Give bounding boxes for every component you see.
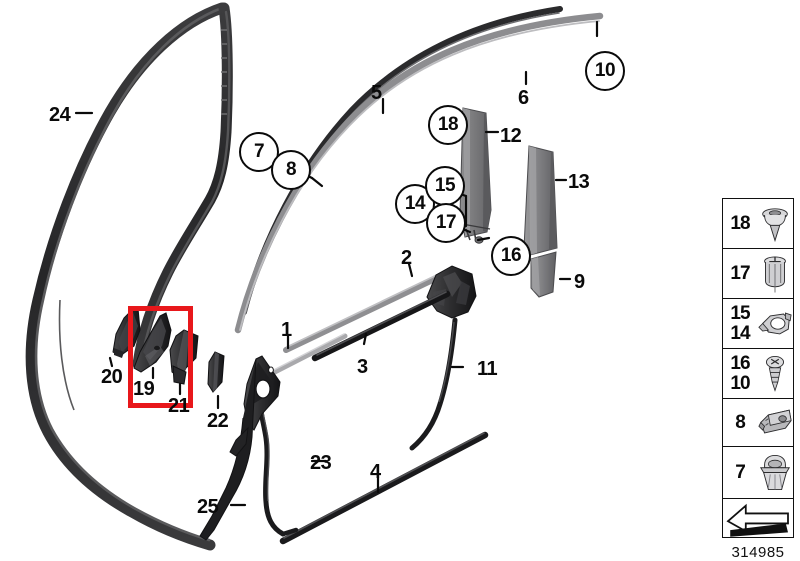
callout-13[interactable]: 13 [568, 171, 590, 193]
part-1-window-guide-rail-light [260, 333, 348, 381]
callout-10[interactable]: 10 [585, 51, 625, 91]
callout-4[interactable]: 4 [370, 461, 381, 483]
part-9-b-pillar-trim-lower [530, 251, 557, 298]
callout-3[interactable]: 3 [357, 356, 368, 378]
legend-row-numbers: 8 [723, 411, 757, 433]
part-22-guide-wedge-small [207, 351, 225, 393]
callout-2[interactable]: 2 [401, 247, 412, 269]
part-25-window-guide-bracket [199, 355, 281, 541]
legend-part-number-7: 7 [735, 461, 746, 483]
part-3-window-seal-strip-inner [311, 290, 451, 362]
callout-25[interactable]: 25 [197, 496, 219, 518]
part-6-frame-cover-strip-light [234, 12, 604, 334]
part-2-window-channel-upper [283, 271, 446, 353]
direction-arrow-icon [723, 499, 793, 539]
callout-12[interactable]: 12 [500, 125, 522, 147]
self-tapping-screw-icon [757, 349, 793, 398]
callout-18[interactable]: 18 [428, 105, 468, 145]
push-in-plug-icon [757, 447, 793, 498]
selected-part-highlight [128, 306, 193, 408]
callout-20[interactable]: 20 [101, 366, 123, 388]
part-24-door-frame-weatherstrip [25, 2, 233, 551]
legend-part-number-8: 8 [735, 411, 746, 433]
legend-part-number-17: 17 [730, 262, 750, 284]
legend-row-numbers: 7 [723, 461, 757, 483]
part-4-window-seal-strip-outer [279, 431, 489, 545]
callout-22[interactable]: 22 [207, 410, 229, 432]
retaining-clip-icon [757, 299, 793, 348]
callout-16[interactable]: 16 [491, 236, 531, 276]
callout-5[interactable]: 5 [371, 82, 382, 104]
legend-row-numbers: 17 [723, 262, 757, 284]
legend-part-number-14: 14 [730, 322, 750, 344]
part-13-b-pillar-trim-outer [523, 145, 558, 256]
legend-row-arrow[interactable] [723, 499, 793, 539]
door-corner-bracket [426, 265, 477, 319]
legend-row-18[interactable]: 18 [723, 199, 793, 249]
bracket-clip-icon [757, 399, 793, 446]
callout-17[interactable]: 17 [426, 203, 466, 243]
legend-row-numbers: 18 [723, 212, 757, 234]
callout-24[interactable]: 24 [49, 104, 71, 126]
callout-1[interactable]: 1 [281, 319, 292, 341]
callout-11[interactable]: 11 [477, 358, 498, 380]
part-19-mirror-triangle-trim [133, 312, 172, 373]
callout-19[interactable]: 19 [133, 378, 155, 400]
callout-23[interactable]: 23 [310, 452, 332, 474]
expanding-rivet-icon [757, 199, 793, 248]
callout-8[interactable]: 8 [271, 150, 311, 190]
legend-part-number-10: 10 [730, 372, 750, 394]
callout-15[interactable]: 15 [425, 166, 465, 206]
callout-9[interactable]: 9 [574, 271, 585, 293]
legend-part-number-16: 16 [730, 352, 750, 374]
part-11-corner-seal-cord [409, 317, 458, 451]
phillips-grommet-icon [757, 249, 793, 298]
legend-part-number-15: 15 [730, 302, 750, 324]
legend-row-8[interactable]: 8 [723, 399, 793, 447]
callout-21[interactable]: 21 [168, 395, 190, 417]
legend-row-17[interactable]: 17 [723, 249, 793, 299]
callout-6[interactable]: 6 [518, 87, 529, 109]
legend-row-7[interactable]: 7 [723, 447, 793, 499]
legend-part-number-18: 18 [730, 212, 750, 234]
diagram-caption: 314985 [731, 544, 785, 561]
part-12-b-pillar-trim-inner [459, 107, 492, 244]
